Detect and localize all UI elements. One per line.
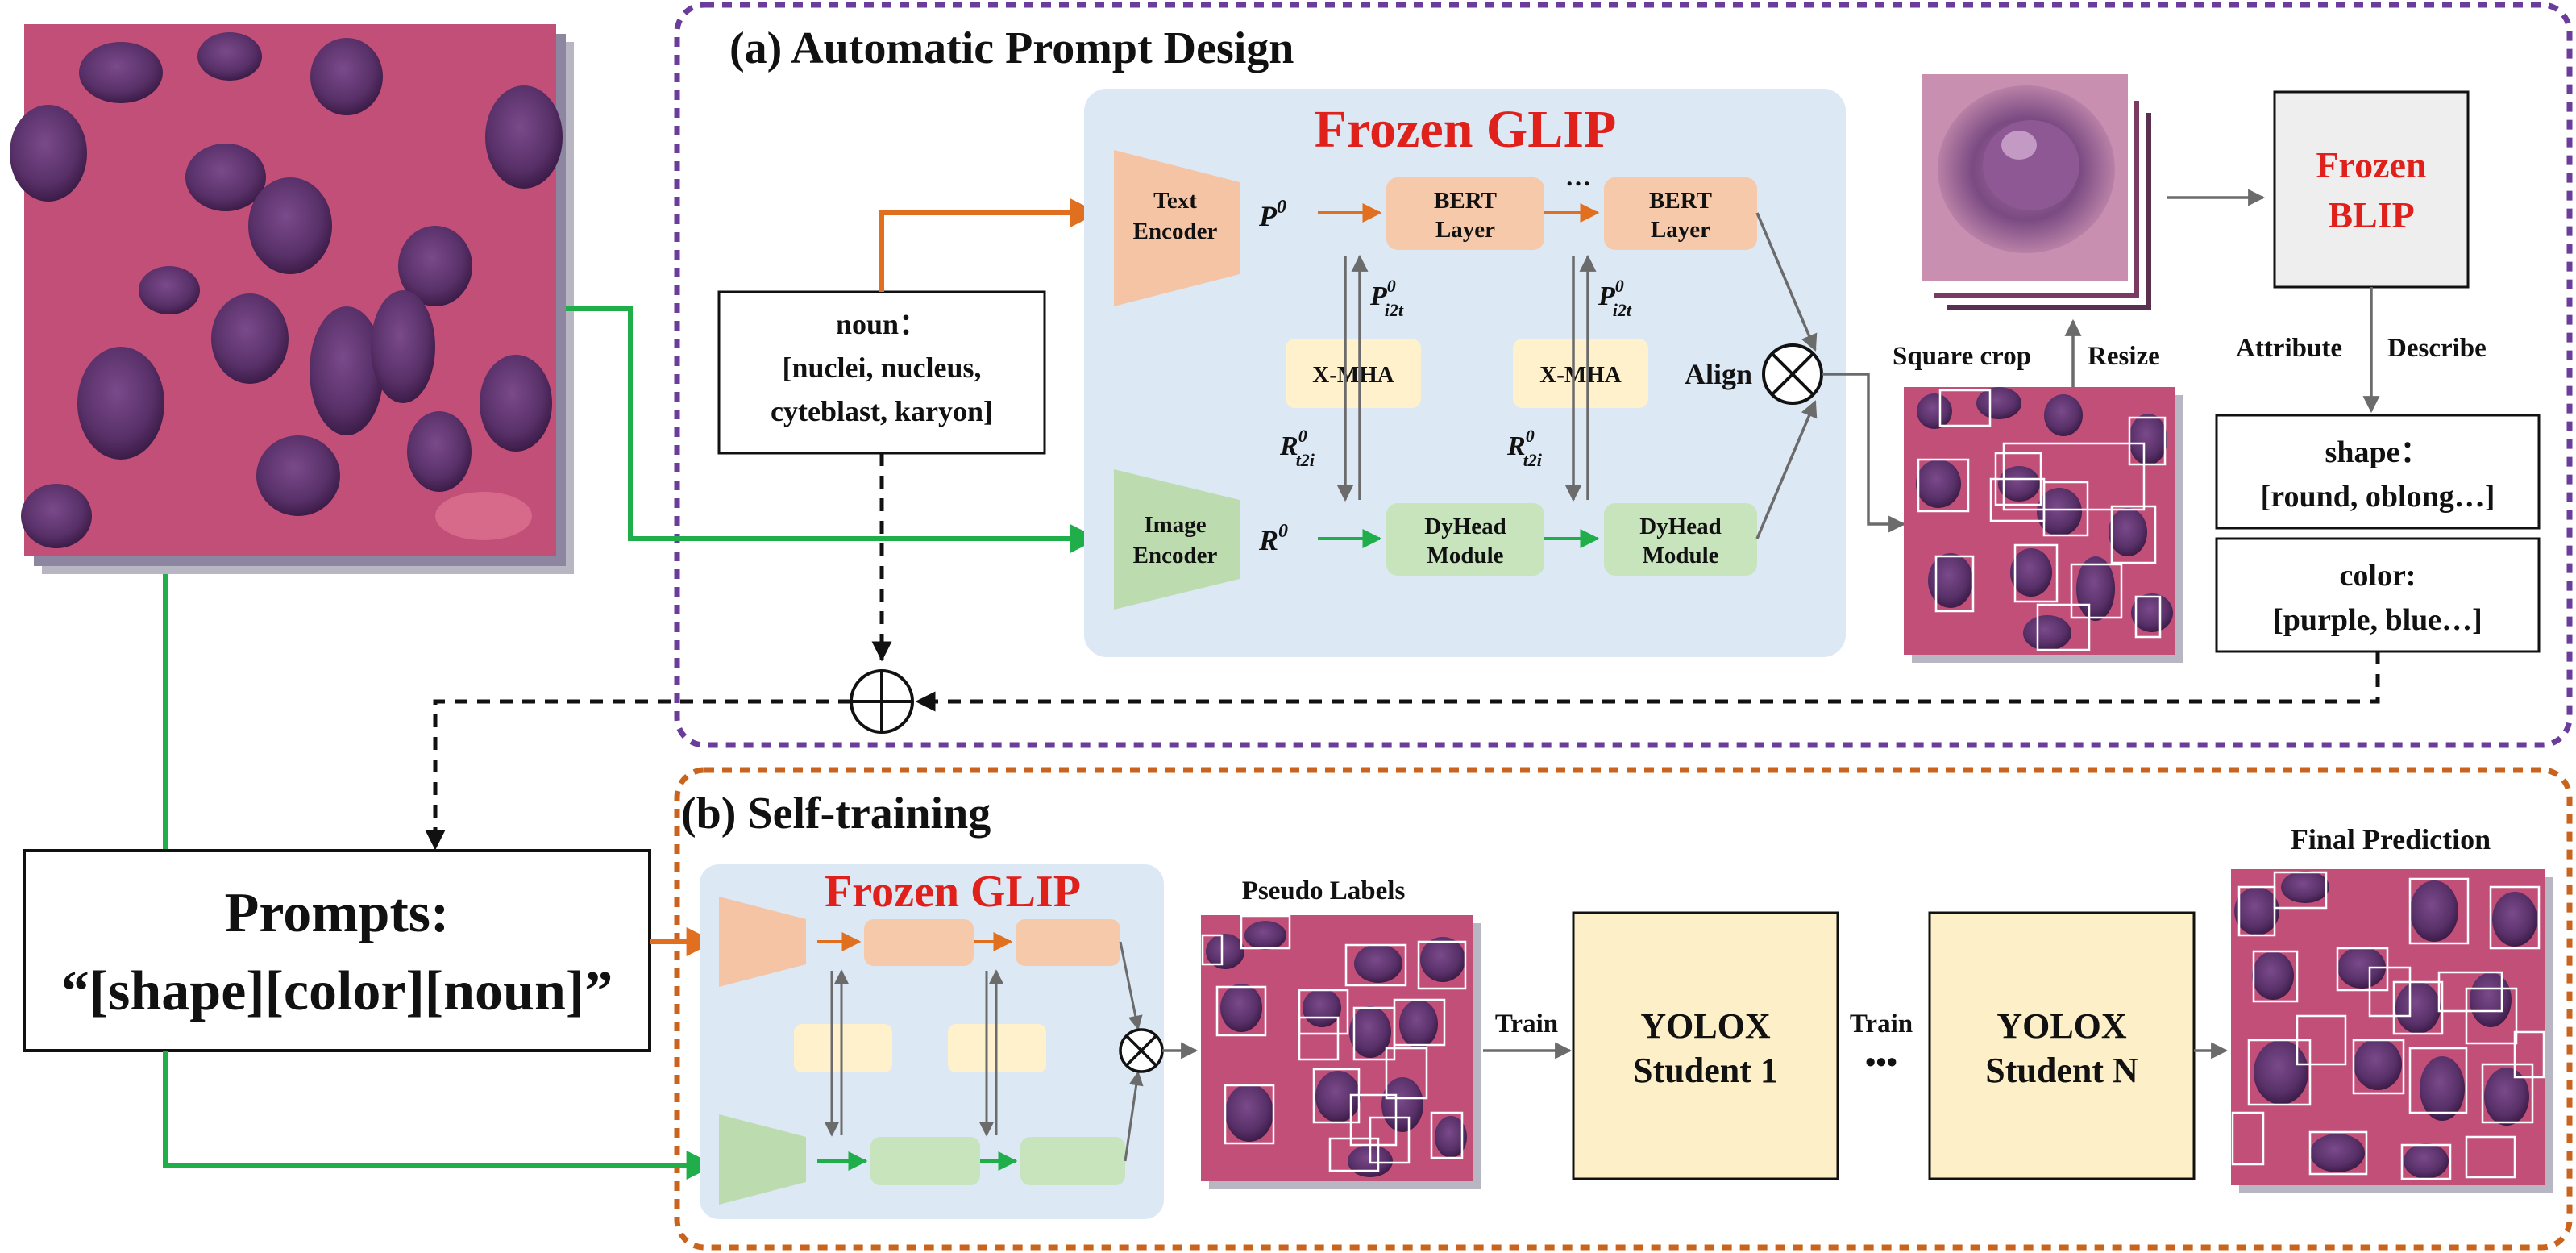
color-box: color: [purple, blue…]: [2215, 537, 2541, 653]
svg-text:Encoder: Encoder: [1133, 543, 1218, 568]
image-to-encoder-arrow: [566, 306, 1099, 553]
svg-text:Module: Module: [1427, 543, 1503, 568]
align-label: Align: [1685, 358, 1752, 390]
svg-text:“[shape][color][noun]”: “[shape][color][noun]”: [61, 960, 613, 1022]
svg-text:Encoder: Encoder: [1133, 219, 1218, 244]
yolox-student-n: YOLOX Student N: [1928, 911, 2196, 1180]
section-b-title: (b) Self-training: [681, 789, 991, 839]
dyhead-module-1: DyHead Module: [1386, 503, 1544, 576]
train-label-1: Train: [1495, 1009, 1558, 1039]
svg-text:DyHead: DyHead: [1424, 514, 1506, 539]
svg-text:BLIP: BLIP: [2328, 194, 2414, 235]
square-crop-label: Square crop: [1893, 342, 2031, 371]
bert-ellipsis: …: [1565, 162, 1591, 191]
svg-text:Layer: Layer: [1651, 217, 1710, 243]
text-encoder-b: [719, 897, 806, 987]
x-mha-2: X-MHA: [1513, 339, 1648, 408]
x-mha-1: X-MHA: [1286, 339, 1421, 408]
svg-text:YOLOX: YOLOX: [1640, 1006, 1771, 1046]
frozen-blip: Frozen BLIP: [2273, 90, 2470, 289]
text-encoder: Text Encoder: [1114, 150, 1240, 306]
section-a-border: [674, 2, 2573, 748]
combine-oplus: [850, 669, 914, 734]
prompts-box: Prompts: “[shape][color][noun]”: [23, 849, 651, 1052]
cropped-nucleus-stack: [1922, 74, 2151, 310]
svg-text:[round, oblong…]: [round, oblong…]: [2261, 480, 2495, 514]
attribute-label: Attribute: [2236, 334, 2342, 363]
train-label-2: Train: [1850, 1009, 1913, 1039]
pseudo-labels-label: Pseudo Labels: [1242, 876, 1406, 905]
bert-b-1: [864, 919, 974, 966]
image-encoder: Image Encoder: [1114, 469, 1240, 610]
svg-text:Module: Module: [1642, 543, 1718, 568]
noun-label: noun：: [836, 308, 928, 340]
svg-text:DyHead: DyHead: [1639, 514, 1722, 539]
xmha-b-1: [794, 1024, 892, 1072]
dyhead-module-2: DyHead Module: [1604, 503, 1757, 576]
section-b-border: [674, 767, 2573, 1251]
resize-label: Resize: [2088, 342, 2160, 371]
svg-text:shape：: shape：: [2325, 435, 2431, 469]
align-otimes-b: [1119, 1028, 1164, 1073]
svg-text:X-MHA: X-MHA: [1539, 362, 1622, 388]
final-prediction-image: [2231, 869, 2553, 1193]
section-a-title: (a) Automatic Prompt Design: [729, 23, 1294, 73]
svg-text:YOLOX: YOLOX: [1996, 1006, 2127, 1046]
svg-text:Frozen: Frozen: [2316, 144, 2426, 185]
describe-label: Describe: [2387, 334, 2487, 363]
noun-list-1: [nuclei, nucleus,: [782, 352, 981, 384]
svg-text:Prompts:: Prompts:: [225, 882, 450, 944]
noun-box: noun： [nuclei, nucleus, cyteblast, karyo…: [717, 290, 1046, 455]
svg-text:Student N: Student N: [1985, 1051, 2138, 1090]
pseudo-labels-image: [1201, 914, 1481, 1189]
noun-to-text-encoder-arrow: [879, 198, 1099, 292]
dyhead-b-1: [870, 1137, 980, 1185]
svg-text:[purple, blue…]: [purple, blue…]: [2273, 603, 2483, 637]
svg-text:Layer: Layer: [1435, 217, 1495, 243]
svg-text:Image: Image: [1144, 512, 1206, 538]
bert-layer-2: BERT Layer: [1604, 177, 1757, 250]
svg-text:BERT: BERT: [1649, 188, 1712, 214]
dyhead-b-2: [1020, 1137, 1125, 1185]
ellipsis-dots: •••: [1865, 1046, 1897, 1080]
svg-text:Text: Text: [1153, 188, 1197, 214]
detected-image-a: [1904, 387, 2183, 663]
svg-text:color:: color:: [2340, 559, 2416, 593]
glip-b-title: Frozen GLIP: [825, 867, 1081, 917]
yolox-student-1: YOLOX Student 1: [1572, 911, 1839, 1180]
p0-label: P0: [1258, 197, 1286, 232]
svg-text:BERT: BERT: [1434, 188, 1497, 214]
input-pathology-image: [10, 24, 574, 574]
r0-label: R0: [1258, 521, 1288, 556]
bert-layer-1: BERT Layer: [1386, 177, 1544, 250]
glip-a-title: Frozen GLIP: [1315, 100, 1617, 159]
noun-list-2: cyteblast, karyon]: [771, 395, 993, 427]
svg-text:Student 1: Student 1: [1633, 1051, 1778, 1090]
bert-b-2: [1016, 919, 1120, 966]
align-otimes: [1762, 343, 1823, 405]
image-encoder-b: [719, 1114, 806, 1205]
svg-text:X-MHA: X-MHA: [1312, 362, 1394, 388]
final-prediction-label: Final Prediction: [2291, 823, 2491, 855]
shape-box: shape： [round, oblong…]: [2215, 414, 2541, 530]
